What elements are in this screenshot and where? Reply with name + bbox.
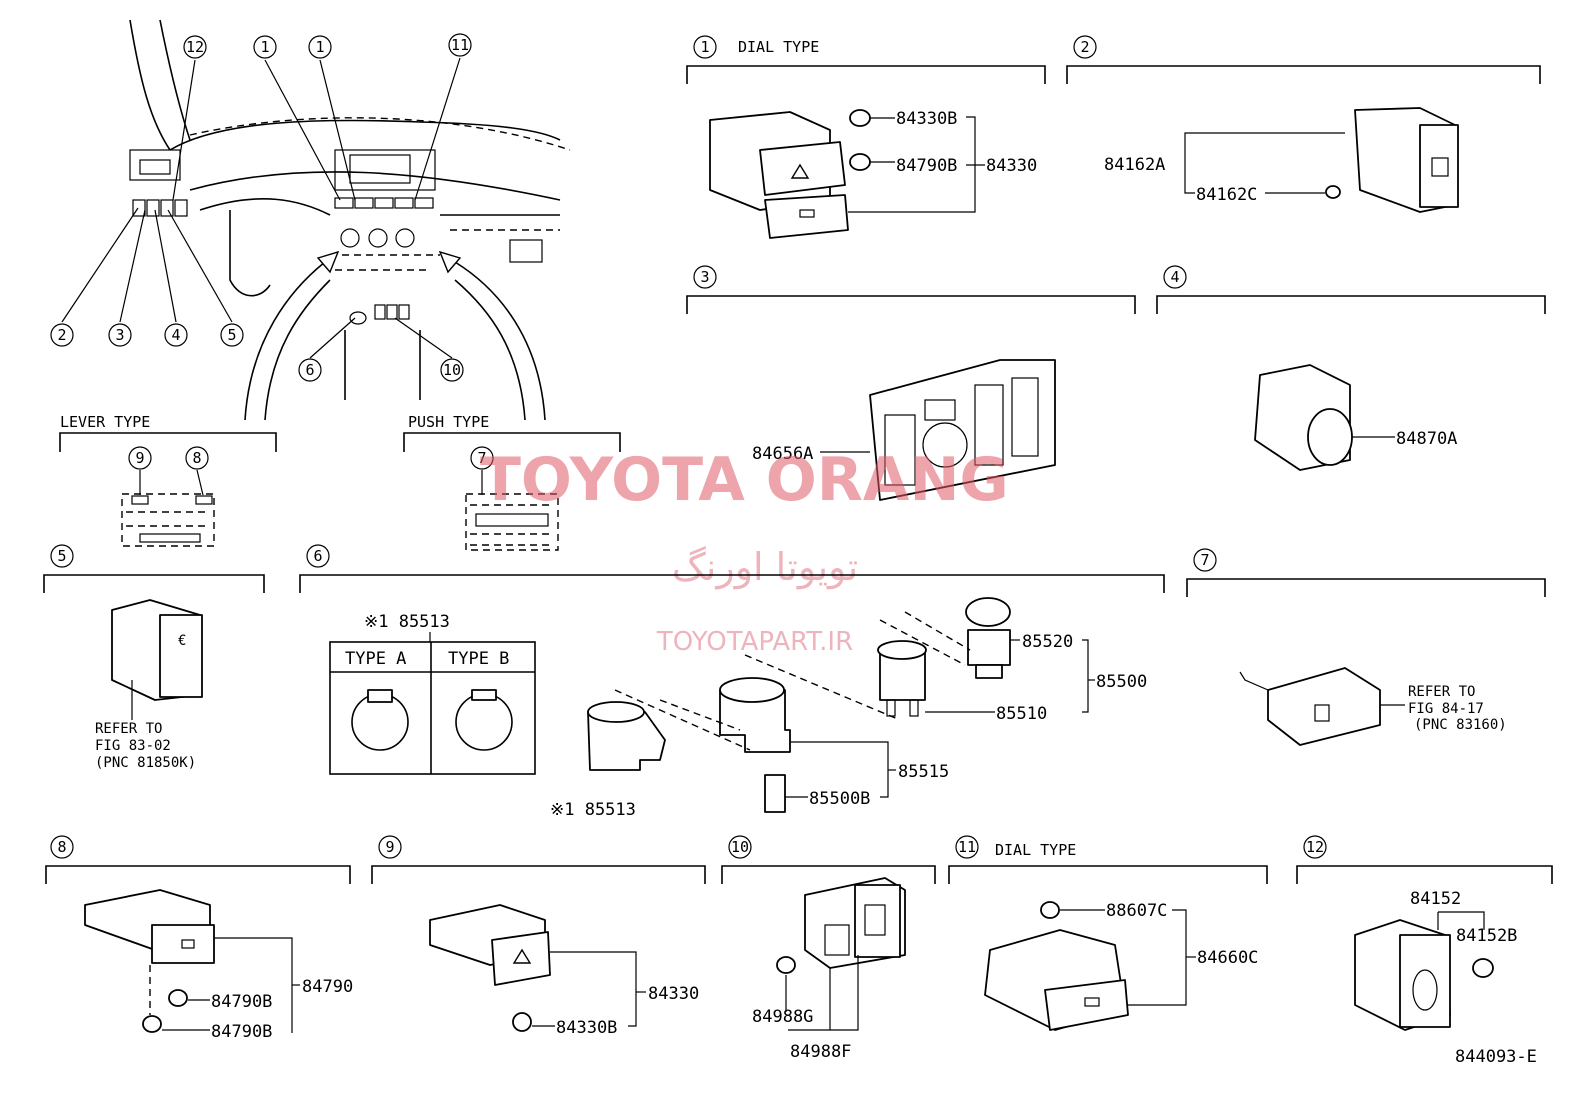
- part-84660C: 84660C: [1197, 948, 1258, 968]
- section-11-heading: DIAL TYPE: [995, 841, 1076, 859]
- section-3-callout: 3: [700, 268, 709, 286]
- dashboard-overview: [61, 19, 571, 421]
- section-9: 9 84330 84330B: [371, 835, 706, 1038]
- switch-symbol: €: [178, 633, 186, 649]
- section-1-callout: 1: [700, 38, 709, 56]
- section-10: 10 84988G 84988F: [721, 835, 936, 1062]
- part-84330-s1: 84330: [986, 156, 1037, 176]
- section-7: 7 REFER TO FIG 84-17 (PNC 83160): [1186, 548, 1546, 746]
- lever-type-box: LEVER TYPE 9 8: [59, 413, 277, 547]
- type-a-label: TYPE A: [345, 649, 406, 669]
- callout-4: 4: [171, 326, 180, 344]
- part-84162C: 84162C: [1196, 185, 1257, 205]
- marked-part-top: ※1 85513: [364, 612, 450, 632]
- part-85500: 85500: [1096, 672, 1147, 692]
- callout-1b: 1: [315, 38, 324, 56]
- section-5: 5 € REFER TO FIG 83-02 (PNC 81850K): [43, 544, 265, 771]
- part-88607C: 88607C: [1106, 901, 1167, 921]
- s5-refer-3: (PNC 81850K): [95, 755, 196, 771]
- s5-refer-1: REFER TO: [95, 721, 162, 737]
- section-4-callout: 4: [1170, 268, 1179, 286]
- part-84330B-s1: 84330B: [896, 109, 957, 129]
- part-84330-s9: 84330: [648, 984, 699, 1004]
- section-7-callout: 7: [1200, 551, 1209, 569]
- section-10-callout: 10: [731, 838, 749, 856]
- watermark-site: TOYOTAPART.IR: [656, 627, 853, 657]
- diagram-id: 844093-E: [1455, 1047, 1537, 1067]
- section-11-callout: 11: [958, 838, 976, 856]
- callout-6: 6: [305, 361, 314, 379]
- push-type-label: PUSH TYPE: [408, 413, 489, 431]
- section-6: 6 ※1 85513 TYPE A TYPE B: [299, 544, 1165, 820]
- part-84790: 84790: [302, 977, 353, 997]
- part-85515: 85515: [898, 762, 949, 782]
- s5-refer-2: FIG 83-02: [95, 738, 171, 754]
- section-8-callout: 8: [57, 838, 66, 856]
- part-85510: 85510: [996, 704, 1047, 724]
- section-3: 3 84656A: [686, 265, 1136, 501]
- section-12-callout: 12: [1306, 838, 1324, 856]
- callout-12: 12: [186, 38, 204, 56]
- section-11-dial-type: 11 DIAL TYPE 88607C 84660C: [948, 835, 1268, 1031]
- push-type-box: PUSH TYPE 7: [403, 413, 621, 551]
- part-84330B-s9: 84330B: [556, 1018, 617, 1038]
- watermark-main: TOYOTA ORANG: [480, 445, 1009, 515]
- lever-type-label: LEVER TYPE: [60, 413, 150, 431]
- section-2-callout: 2: [1080, 38, 1089, 56]
- watermark-persian: تویوتا اورنگ: [672, 545, 859, 590]
- section-5-callout: 5: [57, 547, 66, 565]
- callout-8: 8: [192, 449, 201, 467]
- s7-refer-1: REFER TO: [1408, 684, 1475, 700]
- part-84988G: 84988G: [752, 1007, 813, 1027]
- part-85500B: 85500B: [809, 789, 870, 809]
- callout-10: 10: [443, 361, 461, 379]
- section-1-dial-type: 1 DIAL TYPE 84330B 84790B 84330: [686, 35, 1046, 239]
- section-2: 2 84162A 84162C: [1066, 35, 1541, 213]
- part-84988F: 84988F: [790, 1042, 851, 1062]
- callout-11: 11: [451, 36, 469, 54]
- section-8: 8 84790 84790B 84790B: [45, 835, 353, 1042]
- callout-7-overview: 7: [477, 449, 486, 467]
- callout-1a: 1: [260, 38, 269, 56]
- section-6-callout: 6: [313, 547, 322, 565]
- part-84656A: 84656A: [752, 444, 813, 464]
- section-4: 4 84870A: [1156, 265, 1546, 471]
- part-84152: 84152: [1410, 889, 1461, 909]
- part-84152B: 84152B: [1456, 926, 1517, 946]
- part-84790B-a: 84790B: [211, 992, 272, 1012]
- part-84790B-s1: 84790B: [896, 156, 957, 176]
- section-9-callout: 9: [385, 838, 394, 856]
- overview-callouts: 12 1 1 11 2 3 4 5 6 10: [50, 33, 472, 382]
- section-12: 12 84152 84152B: [1296, 835, 1553, 1031]
- part-84790B-b: 84790B: [211, 1022, 272, 1042]
- marked-part-bottom: ※1 85513: [550, 800, 636, 820]
- watermark: TOYOTA ORANG تویوتا اورنگ TOYOTAPART.IR: [480, 445, 1009, 657]
- part-84162A: 84162A: [1104, 155, 1165, 175]
- part-84870A: 84870A: [1396, 429, 1457, 449]
- part-85520: 85520: [1022, 632, 1073, 652]
- s7-refer-3: (PNC 83160): [1414, 717, 1507, 733]
- callout-2: 2: [57, 326, 66, 344]
- callout-9: 9: [135, 449, 144, 467]
- s7-refer-2: FIG 84-17: [1408, 701, 1484, 717]
- section-1-heading: DIAL TYPE: [738, 38, 819, 56]
- type-b-label: TYPE B: [448, 649, 509, 669]
- callout-3: 3: [115, 326, 124, 344]
- callout-5: 5: [227, 326, 236, 344]
